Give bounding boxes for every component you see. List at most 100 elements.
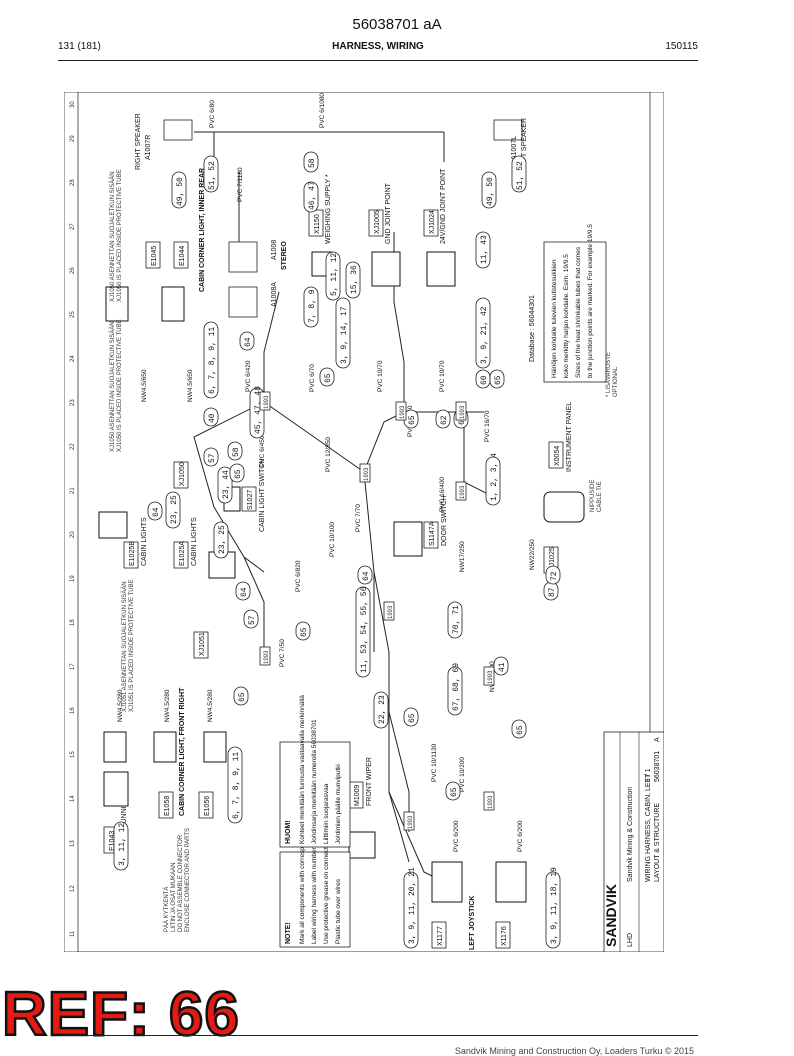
sleeve-text: 1993 xyxy=(488,670,494,684)
callout-bubble xyxy=(227,746,243,824)
callout-bubble xyxy=(319,367,335,387)
lower-area: E1043 * ENGINE RUNNING LIGHT E1058 E1056… xyxy=(103,687,527,950)
component-label: INSTRUMENT PANEL xyxy=(566,402,573,472)
wire-label: NW4.5/280 xyxy=(207,689,214,722)
callout-bubble xyxy=(357,565,373,585)
sleeve-tag xyxy=(359,463,371,483)
frame-number: 16 xyxy=(70,707,76,714)
callout: 65 xyxy=(516,725,525,735)
callout-bubble xyxy=(445,781,461,801)
callout: 65 xyxy=(238,692,247,702)
callout: 51, 52 xyxy=(208,161,217,190)
component-label: CABIN CORNER LIGHT, FRONT RIGHT xyxy=(179,687,186,816)
callout-bubble xyxy=(489,369,505,389)
frame-number: 18 xyxy=(70,619,76,626)
callout: 65 xyxy=(234,469,243,479)
callout: 22, 23 xyxy=(378,695,387,724)
hazard-line: koko merkitty harjan kohdalle. Esim. 19/… xyxy=(563,254,570,378)
sleeve-tag xyxy=(259,391,271,411)
xj1005-tag xyxy=(368,209,384,237)
drawing-revision: A xyxy=(654,737,661,742)
component-label: A1008A xyxy=(271,282,278,307)
optional-line: OPTIONAL xyxy=(613,366,619,397)
header-divider xyxy=(58,60,698,61)
callout: 57 xyxy=(248,615,257,625)
component-label: LEFT JOYSTICK xyxy=(469,896,476,950)
wire-label: NW17/250 xyxy=(459,541,466,572)
section-title: HARNESS, WIRING xyxy=(332,41,424,52)
sleeve-tag xyxy=(483,791,495,811)
callout: 65 xyxy=(408,713,417,723)
xj-note-line: XJ1050 IS PLACED INSIDE PROTECTIVE TUBE xyxy=(117,319,123,452)
callout-bubble xyxy=(493,656,509,676)
callout-bubble xyxy=(243,609,259,629)
callout: 65 xyxy=(300,627,309,637)
callout-bubble xyxy=(147,501,163,521)
xj-note-1: XJ1050 ASENNETTAN SUOJALETKUN SISÄÄN XJ1… xyxy=(109,319,123,452)
wire-label: PVC 10/70 xyxy=(439,360,446,392)
frame-number: 12 xyxy=(70,885,76,892)
component-label: WEIGHING SUPPLY * xyxy=(325,174,332,244)
component-label: GND JOINT POINT xyxy=(385,182,392,244)
e1056-tag xyxy=(198,791,214,819)
product-name: LHD xyxy=(627,933,634,947)
sleeve-tag xyxy=(259,646,271,666)
callout-bubble xyxy=(403,871,419,949)
wire-label: PVC 6/200 xyxy=(453,820,460,852)
callout-bubble xyxy=(239,331,255,351)
component-label: X0054 xyxy=(554,446,561,466)
callout-bubble xyxy=(511,155,527,193)
callout: 72 xyxy=(550,571,559,581)
wire-label: PVC 7/50 xyxy=(279,639,286,667)
callout-bubble xyxy=(447,601,463,639)
component-label: S1147A xyxy=(429,521,436,546)
note-en-box xyxy=(279,851,351,948)
callout-bubble xyxy=(217,466,233,504)
callout: 64 xyxy=(244,337,253,347)
callout-bubble xyxy=(435,409,451,429)
callout-bubble xyxy=(203,321,219,399)
s1027-tag xyxy=(241,486,257,512)
sleeve-tags: 1993 1993 1993 1993 1993 1993 1993 1993 … xyxy=(259,391,495,831)
database-text: Database : 56044301 xyxy=(529,295,536,362)
x1176-tag xyxy=(495,921,511,949)
speaker-area: A1007R RIGHT SPEAKER A1007L LEFT SPEAKER… xyxy=(105,93,528,322)
wire-label: PVC 6/80 xyxy=(209,100,216,128)
callout: 11, 53, 54, 55, 56 xyxy=(360,586,369,673)
xj-note-3: XJ1050 ASENNETTAN SUOJALETKUN SISÄÄN XJ1… xyxy=(109,169,123,302)
wire-label: PVC 6/1080 xyxy=(319,93,326,128)
callout: 65 xyxy=(408,415,417,425)
drawing-subtitle: LAYOUT & STRUCTURE xyxy=(654,803,661,882)
callout-bubble xyxy=(203,407,219,427)
xj1024-tag xyxy=(423,209,439,237)
cable-tie-line: CABLE TIE xyxy=(597,481,603,512)
database-note: Database : 56044301 Häiriöjen kohdalle t… xyxy=(529,224,619,512)
callout: 87 xyxy=(548,587,557,597)
wire-label: PVC 16/70 xyxy=(484,410,491,442)
frame-number: 22 xyxy=(70,443,76,450)
frame-number: 30 xyxy=(70,101,76,108)
callout-bubble xyxy=(475,297,491,369)
notes-fi: HUOM! Kohteet merkitään tunnusta vastaav… xyxy=(279,695,351,848)
callout: 1, 2, 3, 4 xyxy=(490,453,499,501)
drawing-title: WIRING HARNESS, CABIN, LEFT xyxy=(645,773,652,882)
cabin-corner-front-lamp xyxy=(103,731,127,763)
inner-frame xyxy=(77,92,651,952)
note-line: Johtimien päälle muoviputki xyxy=(335,764,342,844)
note-title: HUOM! xyxy=(285,820,292,844)
sleeve-tag xyxy=(403,811,415,831)
note-line: Label wiring harness with number 5603870… xyxy=(311,816,318,944)
callout: 64 xyxy=(152,507,161,517)
cable-tie-line: NIPPUSIDE xyxy=(590,480,596,512)
sleeve-tag xyxy=(383,601,395,621)
callout: 7, 8, 9 xyxy=(308,289,317,323)
wire-label: PVC 6/70 xyxy=(309,364,316,392)
xj-note-2: XJ1051 ASENNETTAN SUOJALETKUN SISÄÄN XJ1… xyxy=(121,579,135,712)
callout-bubble xyxy=(481,171,497,209)
callout: 57 xyxy=(208,453,217,463)
callout-bubble xyxy=(545,565,561,585)
stereo-connector-a1008a xyxy=(228,286,258,318)
note-line: Kohteet merkitään tunnusta vastaavalla m… xyxy=(299,695,306,844)
component-label: X1150 xyxy=(314,214,321,234)
sleeve-tag xyxy=(483,666,495,686)
